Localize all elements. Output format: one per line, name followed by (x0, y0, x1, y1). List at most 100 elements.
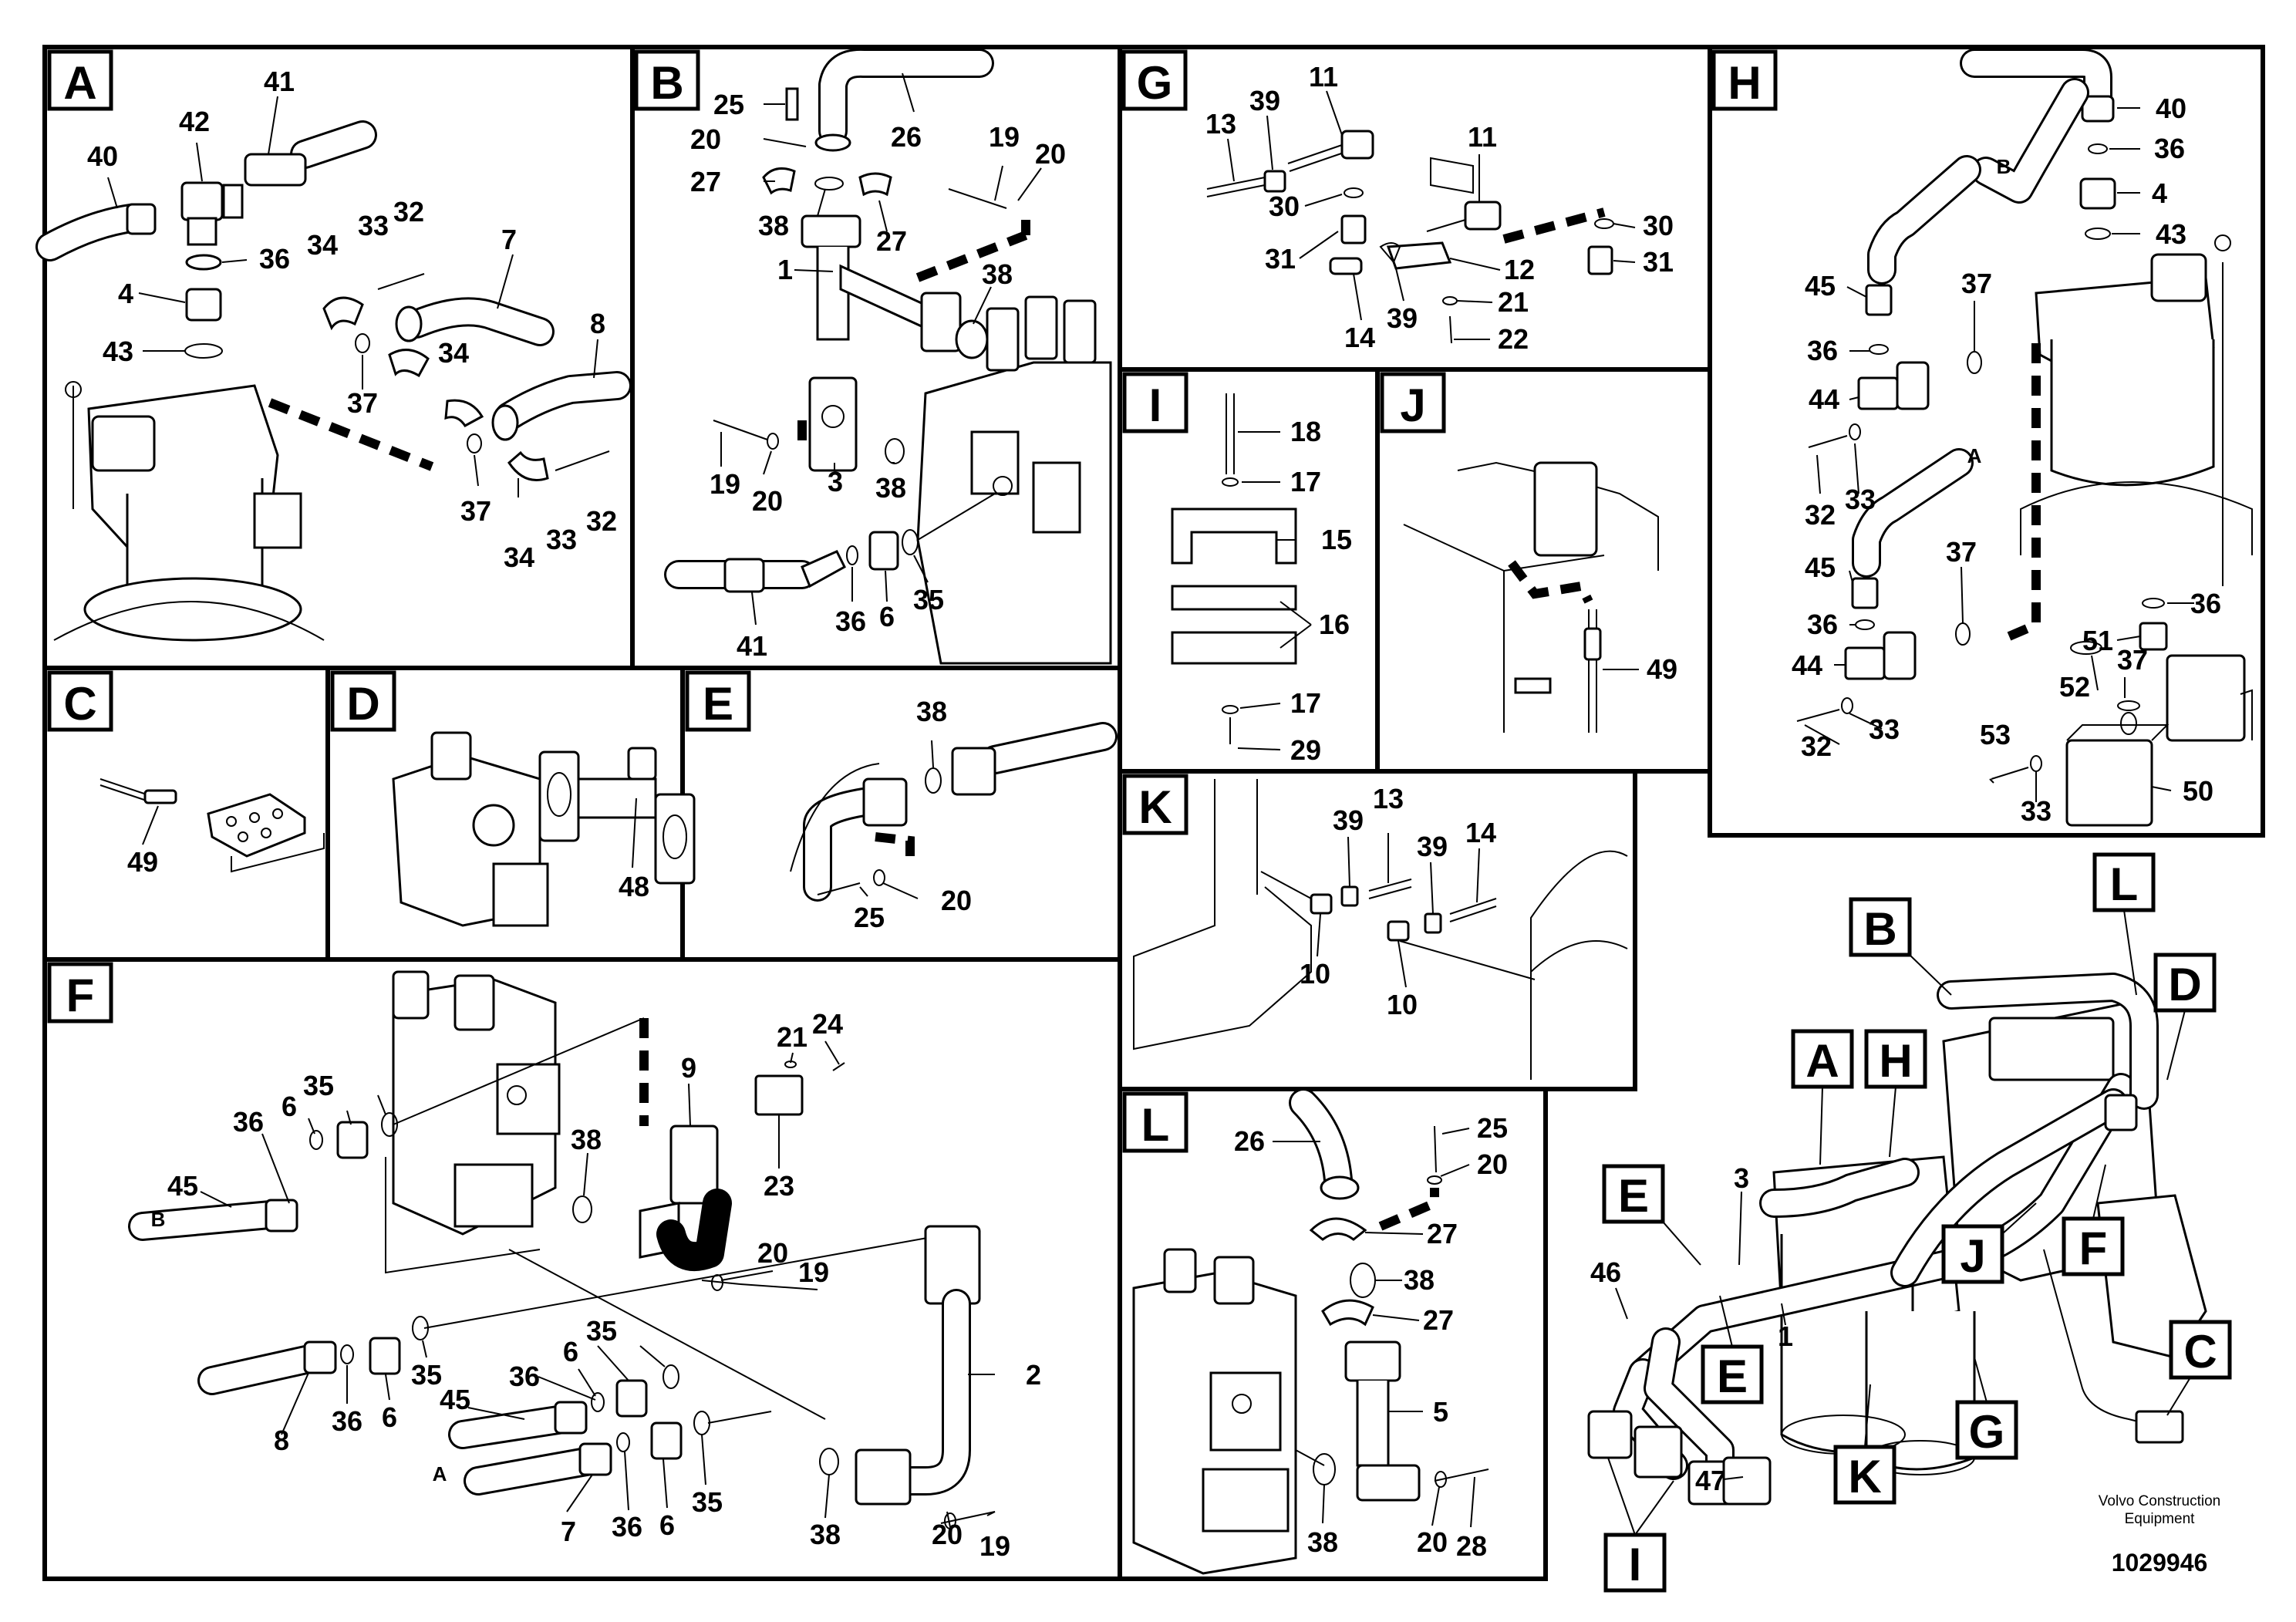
callout-49: 49 (1647, 653, 1677, 685)
callout-38: 38 (982, 258, 1013, 290)
svg-text:I: I (1629, 1539, 1642, 1590)
callout-27: 27 (690, 166, 721, 197)
panel-b: B (634, 48, 1112, 665)
callout-29: 29 (1290, 734, 1321, 766)
overview-tag-f: F (2062, 1164, 2125, 1276)
callout-32: 32 (393, 196, 424, 228)
callout-53: 53 (1980, 719, 2011, 750)
callout-36: 36 (2190, 588, 2221, 619)
callout-38: 38 (571, 1124, 602, 1155)
overview-callout-3: 3 (1734, 1162, 1749, 1194)
hose-end-a: A (1967, 444, 1982, 467)
callout-34: 34 (504, 541, 534, 573)
callout-50: 50 (2183, 775, 2213, 807)
svg-text:E: E (1717, 1351, 1748, 1402)
callout-48: 48 (619, 871, 649, 902)
callout-33: 33 (546, 524, 577, 555)
panel-c: C 49 (47, 670, 325, 878)
panel-e: E 38 25 20 (685, 670, 1118, 933)
callout-17: 17 (1290, 466, 1321, 497)
callout-36: 36 (233, 1106, 264, 1138)
callout-38: 38 (1307, 1526, 1338, 1558)
callout-39: 39 (1387, 302, 1418, 334)
callout-9: 9 (681, 1052, 696, 1084)
callout-14: 14 (1465, 817, 1496, 848)
callout-33: 33 (1845, 484, 1876, 515)
callout-15: 15 (1321, 524, 1352, 555)
callout-45: 45 (1805, 551, 1836, 583)
panel-g-tag: G (1137, 57, 1173, 109)
hose-end-a: A (433, 1462, 447, 1485)
panel-i-tag: I (1149, 379, 1162, 431)
panel-h-tag: H (1728, 57, 1761, 109)
callout-19: 19 (989, 121, 1020, 153)
svg-text:A: A (1805, 1035, 1839, 1087)
svg-text:D: D (2168, 959, 2201, 1010)
callout-11: 11 (1309, 61, 1338, 93)
callout-43: 43 (103, 336, 133, 367)
callout-36: 36 (2154, 133, 2185, 164)
callout-36: 36 (612, 1511, 642, 1543)
callout-36: 36 (835, 605, 866, 637)
callout-6: 6 (382, 1401, 397, 1433)
callout-20: 20 (752, 485, 783, 517)
callout-32: 32 (1805, 499, 1836, 531)
callout-36: 36 (1807, 335, 1838, 366)
overview-tag-b: B (1849, 897, 1952, 996)
callout-43: 43 (2156, 218, 2186, 250)
svg-text:B: B (1863, 903, 1896, 955)
callout-38: 38 (1404, 1264, 1435, 1296)
callout-37: 37 (2117, 644, 2148, 676)
panel-f-tag: F (66, 969, 95, 1021)
overview-tag-e-lower: E (1701, 1295, 1764, 1404)
callout-34: 34 (438, 337, 469, 369)
svg-text:H: H (1879, 1035, 1912, 1087)
overview-tag-h: H (1864, 1029, 1927, 1158)
callout-35: 35 (586, 1315, 617, 1347)
callout-6: 6 (563, 1336, 578, 1367)
callout-10: 10 (1300, 958, 1330, 990)
panel-i: I 18 17 15 16 17 29 (1122, 372, 1352, 766)
callout-40: 40 (87, 140, 118, 172)
callout-24: 24 (812, 1008, 843, 1040)
callout-41: 41 (264, 66, 295, 97)
callout-38: 38 (758, 210, 789, 241)
callout-37: 37 (1946, 536, 1977, 568)
callout-31: 31 (1265, 243, 1296, 275)
callout-30: 30 (1643, 210, 1674, 241)
overview-tag-k: K (1833, 1384, 1896, 1505)
callout-20: 20 (1417, 1526, 1448, 1558)
overview-callout-47: 47 (1695, 1465, 1726, 1496)
panel-d: D 48 (330, 670, 696, 927)
svg-text:F: F (2079, 1222, 2108, 1274)
company-name-line1: Volvo Construction (2099, 1493, 2220, 1509)
panel-a-tag: A (63, 57, 96, 109)
callout-26: 26 (1234, 1125, 1265, 1157)
callout-33: 33 (1869, 713, 1900, 745)
callout-39: 39 (1417, 831, 1448, 862)
callout-42: 42 (179, 106, 210, 137)
callout-5: 5 (1433, 1396, 1448, 1428)
callout-35: 35 (913, 584, 944, 615)
callout-6: 6 (659, 1509, 675, 1541)
callout-8: 8 (274, 1425, 289, 1456)
callout-4: 4 (2152, 177, 2167, 209)
svg-text:J: J (1960, 1230, 1985, 1282)
callout-37: 37 (347, 387, 378, 419)
callout-12: 12 (1504, 254, 1535, 285)
svg-text:C: C (2183, 1326, 2217, 1378)
callout-4: 4 (118, 278, 133, 309)
callout-52: 52 (2059, 671, 2090, 703)
callout-27: 27 (1423, 1304, 1454, 1336)
callout-36: 36 (332, 1405, 362, 1437)
callout-39: 39 (1249, 85, 1280, 116)
document-number: 1029946 (2112, 1549, 2208, 1576)
panel-h: H (1711, 49, 2253, 827)
callout-36: 36 (1807, 609, 1838, 640)
panel-k: K 39 13 39 14 10 10 (1122, 774, 1628, 1080)
callout-13: 13 (1373, 783, 1404, 814)
panel-l: L 26 25 20 (1122, 1088, 1508, 1575)
callout-44: 44 (1792, 649, 1822, 681)
callout-11: 11 (1468, 121, 1497, 153)
